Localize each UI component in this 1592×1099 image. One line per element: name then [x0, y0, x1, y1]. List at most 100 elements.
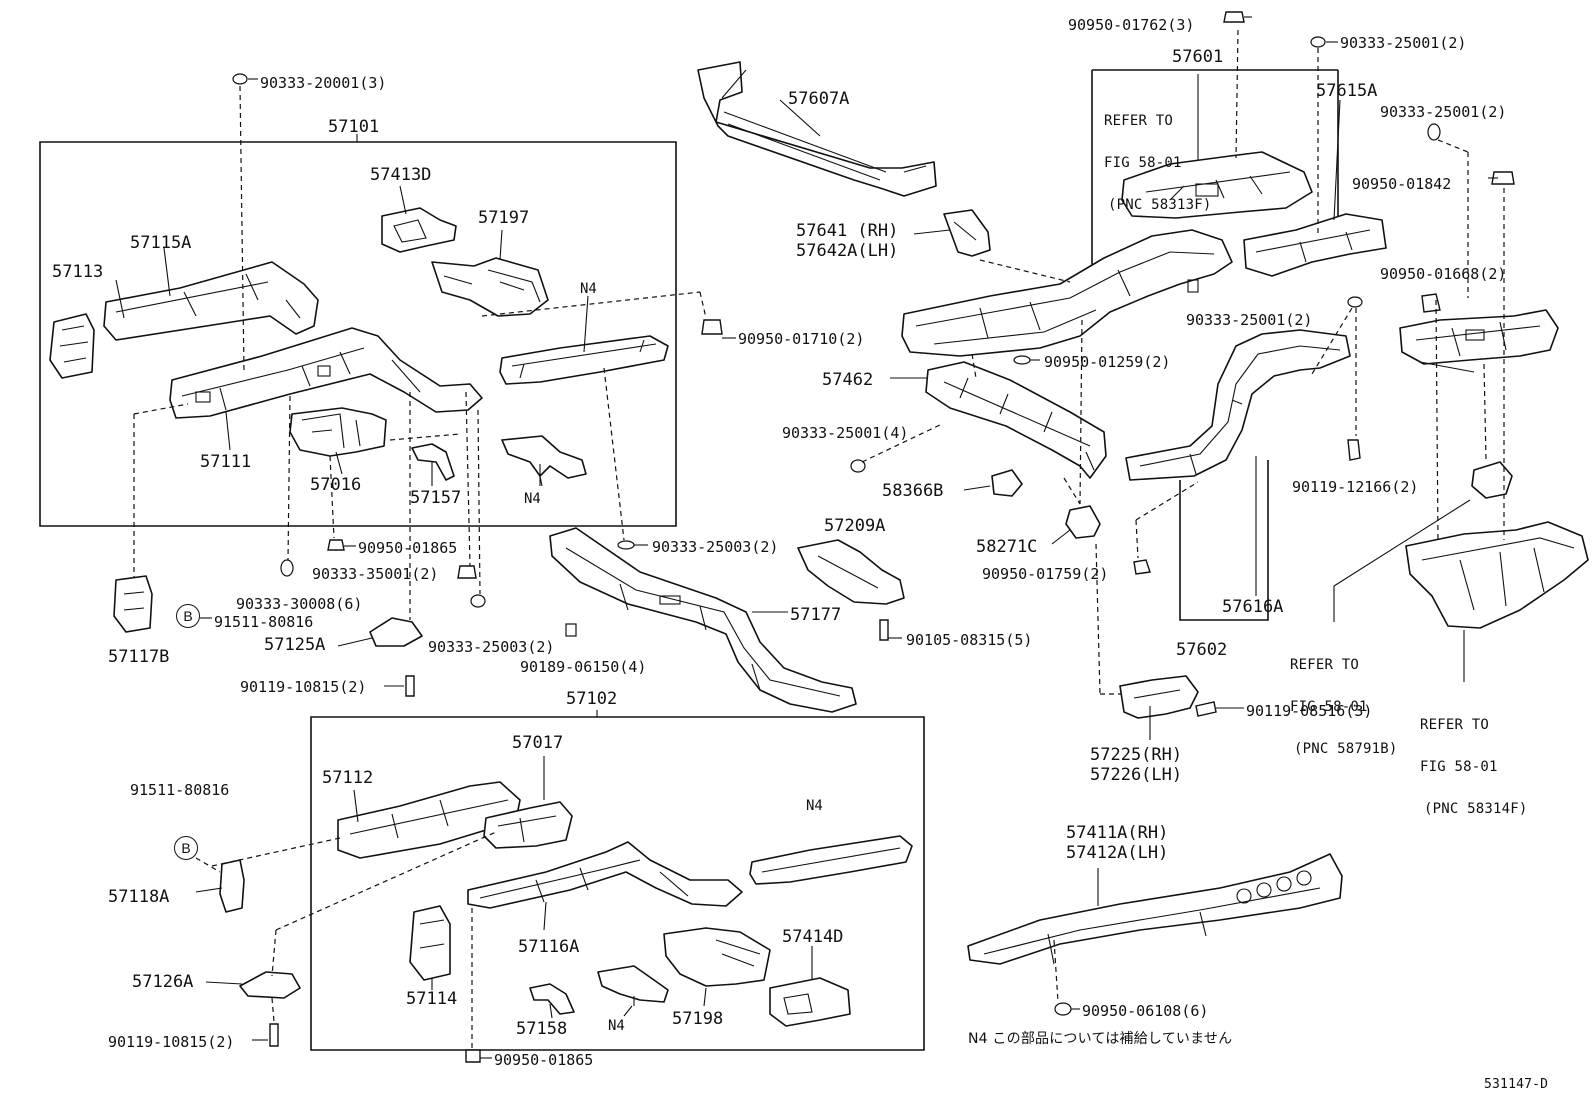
- part-57158: [529, 983, 575, 1015]
- part-57126A: [239, 971, 301, 999]
- part-label: 91511-80816: [214, 613, 313, 631]
- callout-badge-b-upper: B: [176, 604, 200, 628]
- part-57601-crossmember: [901, 229, 1233, 357]
- part-refer-58314F: [1405, 521, 1589, 629]
- part-label: 57414D: [782, 927, 843, 947]
- part-label: 57118A: [108, 887, 169, 907]
- part-57411A-57412A: [967, 853, 1343, 965]
- figure-code: 531147-D: [1484, 1077, 1549, 1092]
- part-label: 90950-01865: [358, 539, 457, 557]
- part-57017: [483, 801, 573, 849]
- part-label: 57016: [310, 475, 361, 495]
- part-label: 90119-08516(3): [1246, 702, 1372, 720]
- footnote-n4: N4 この部品については補給していません: [968, 1031, 1233, 1047]
- part-label: 57411A(RH): [1066, 823, 1168, 843]
- refer-note-58791B: REFER TO FIG 58-01 (PNC 58791B): [1290, 630, 1398, 770]
- part-label: N4: [806, 798, 823, 814]
- assembly-dash-lines: [133, 29, 1505, 1048]
- part-label: 90950-01259(2): [1044, 353, 1170, 371]
- part-label: 57113: [52, 262, 103, 282]
- part-label: 57116A: [518, 937, 579, 957]
- part-refer-58791B: [1471, 461, 1513, 499]
- part-label: 57641 (RH): [796, 221, 898, 241]
- part-label: 57615A: [1316, 81, 1377, 101]
- part-57114: [409, 905, 451, 981]
- refer-line: (PNC 58314F): [1424, 801, 1528, 817]
- refer-line: REFER TO: [1104, 113, 1174, 129]
- part-label: N4: [580, 281, 597, 297]
- part-58366B: [991, 469, 1023, 497]
- part-57125A: [369, 617, 423, 647]
- refer-note-58314F: REFER TO FIG 58-01 (PNC 58314F): [1420, 690, 1528, 830]
- refer-line: (PNC 58791B): [1294, 741, 1398, 757]
- part-label: 57412A(LH): [1066, 843, 1168, 863]
- part-label: 57112: [322, 768, 373, 788]
- part-label: 57226(LH): [1090, 765, 1182, 785]
- part-57607A: [697, 61, 937, 197]
- part-57111: [169, 327, 483, 419]
- part-label: 90333-25001(2): [1340, 34, 1466, 52]
- part-label: 57158: [516, 1019, 567, 1039]
- part-57198: [663, 927, 771, 987]
- part-90119-12166-bracket: [1399, 309, 1559, 365]
- assembly-bracket-57601: [1091, 69, 1339, 286]
- part-57016: [289, 407, 387, 457]
- part-label: 57101: [328, 117, 379, 137]
- part-label: 57601: [1172, 47, 1223, 67]
- part-57225-57226: [1119, 675, 1199, 719]
- part-label: 57225(RH): [1090, 745, 1182, 765]
- part-label: 57177: [790, 605, 841, 625]
- refer-line: FIG 58-01: [1420, 759, 1498, 775]
- part-label: 57642A(LH): [796, 241, 898, 261]
- part-57616A: [1125, 329, 1351, 481]
- refer-line: REFER TO: [1420, 717, 1490, 733]
- part-n4-57102-lower: [597, 965, 669, 1006]
- part-57113: [49, 313, 95, 379]
- part-57116A: [467, 841, 743, 909]
- part-n4-upper: [499, 335, 669, 385]
- refer-line: REFER TO: [1290, 657, 1360, 673]
- part-label: 90333-25003(2): [428, 638, 554, 656]
- callout-badge-b-lower: B: [174, 836, 198, 860]
- part-label: 90950-01842: [1352, 175, 1451, 193]
- part-label: 91511-80816: [130, 781, 229, 799]
- part-label: 90950-06108(6): [1082, 1002, 1208, 1020]
- part-n4-lower: [501, 435, 587, 486]
- part-label: 90333-25001(2): [1380, 103, 1506, 121]
- part-label: 90333-20001(3): [260, 74, 386, 92]
- part-label: 58366B: [882, 481, 943, 501]
- part-57462: [925, 361, 1107, 479]
- refer-line: FIG 58-01: [1290, 699, 1368, 715]
- part-label: 57209A: [824, 516, 885, 536]
- part-label: 90119-10815(2): [108, 1033, 234, 1051]
- part-57177: [549, 527, 857, 713]
- part-label: 57115A: [130, 233, 191, 253]
- assembly-box-57101: [39, 134, 677, 527]
- part-label: 57117B: [108, 647, 169, 667]
- part-label: 90333-25001(2): [1186, 311, 1312, 329]
- part-label: 57114: [406, 989, 457, 1009]
- part-57157: [411, 443, 455, 481]
- part-label: 57462: [822, 370, 873, 390]
- part-n4-57102: [749, 835, 913, 885]
- part-label: 90333-35001(2): [312, 565, 438, 583]
- part-label: 57616A: [1222, 597, 1283, 617]
- part-label: 57197: [478, 208, 529, 228]
- part-label: 90950-01668(2): [1380, 265, 1506, 283]
- part-57414D: [769, 977, 851, 1027]
- part-label: N4: [524, 491, 541, 507]
- part-label: 90950-01759(2): [982, 565, 1108, 583]
- part-label: 90189-06150(4): [520, 658, 646, 676]
- part-label: 90105-08315(5): [906, 631, 1032, 649]
- part-57118A: [219, 859, 245, 913]
- part-label: 57102: [566, 689, 617, 709]
- leader-lines: [115, 16, 1498, 1059]
- part-label: 90119-12166(2): [1292, 478, 1418, 496]
- part-label: 57607A: [788, 89, 849, 109]
- part-57197: [431, 257, 549, 317]
- part-label: 90950-01865: [494, 1051, 593, 1069]
- fasteners: [232, 11, 1515, 1063]
- part-label: 90950-01762(3): [1068, 16, 1194, 34]
- part-label: N4: [608, 1018, 625, 1034]
